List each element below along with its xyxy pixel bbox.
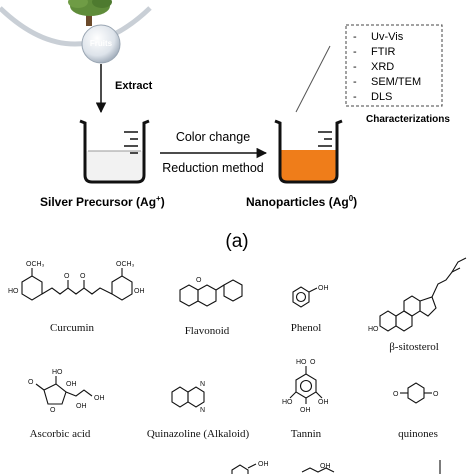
precursor-beaker xyxy=(79,119,150,184)
tree-icon xyxy=(68,0,112,26)
atom-labels: HO OCH₃ O O OCH₃ OH O OH HO HO OH O O OH… xyxy=(8,261,439,470)
dash: - xyxy=(353,76,357,88)
atom-oh: OH xyxy=(94,395,105,402)
precursor-label: Silver Precursor (Ag+) xyxy=(40,194,165,209)
atom-ho: HO xyxy=(8,288,19,295)
compound-name-tannin: Tannin xyxy=(291,428,322,440)
compound-name-sitosterol: β-sitosterol xyxy=(389,341,439,353)
atom-oh: OH xyxy=(76,403,87,410)
reduction-method-label: Reduction method xyxy=(162,161,264,175)
quinones-structure xyxy=(400,382,432,404)
atom-ho: HO xyxy=(368,326,379,333)
fruits-label: Fruits xyxy=(90,39,113,48)
dash: - xyxy=(353,61,357,73)
extract-label: Extract xyxy=(115,80,153,92)
sitosterol-structure xyxy=(379,257,467,332)
characterizations-title: Characterizations xyxy=(366,114,450,125)
atom-och3: OCH₃ xyxy=(116,261,135,268)
atom-oh: OH xyxy=(258,461,269,468)
atom-o: O xyxy=(50,407,56,414)
nanoparticle-beaker xyxy=(274,119,343,184)
phenol-structure xyxy=(292,286,318,308)
color-change-label: Color change xyxy=(176,130,250,144)
atom-ho: HO xyxy=(52,369,63,376)
atom-oh: OH xyxy=(318,399,329,406)
atom-oh: OH xyxy=(66,381,77,388)
atom-n: N xyxy=(200,381,205,388)
tannin-structure xyxy=(289,366,323,404)
nanoparticles-label: Nanoparticles (Ag0) xyxy=(246,194,357,209)
char-item: Uv-Vis xyxy=(371,31,404,43)
ascorbic-acid-structure xyxy=(35,376,93,405)
atom-o: O xyxy=(64,273,70,280)
atom-ho: HO xyxy=(282,399,293,406)
atom-o: O xyxy=(310,359,316,366)
compound-name-quinones: quinones xyxy=(398,428,438,440)
plant-ring xyxy=(0,6,152,47)
char-item: SEM/TEM xyxy=(371,76,421,88)
char-item: DLS xyxy=(371,91,392,103)
atom-oh: OH xyxy=(320,463,331,470)
quinazoline-structure xyxy=(171,386,205,408)
partial-structures-bottom xyxy=(231,460,441,474)
atom-o: O xyxy=(433,391,439,398)
flavonoid-structure xyxy=(179,279,243,307)
atom-oh: OH xyxy=(318,285,329,292)
characterization-list: - Uv-Vis - FTIR - XRD - SEM/TEM - DLS xyxy=(353,31,421,103)
atom-oh: OH xyxy=(134,288,145,295)
compound-name-flavonoid: Flavonoid xyxy=(185,325,230,337)
panel-label-a: (a) xyxy=(225,231,248,252)
characterization-box xyxy=(345,24,443,107)
characterization-pointer xyxy=(295,45,331,113)
curcumin-structure xyxy=(21,268,133,301)
atom-oh: OH xyxy=(300,407,311,414)
dash: - xyxy=(353,31,357,43)
atom-och3: OCH₃ xyxy=(26,261,45,268)
compound-name-curcumin: Curcumin xyxy=(50,322,94,334)
char-item: FTIR xyxy=(371,46,395,58)
atom-o: O xyxy=(28,379,34,386)
compound-name-ascorbic-acid: Ascorbic acid xyxy=(30,428,91,440)
atom-n: N xyxy=(200,407,205,414)
char-item: XRD xyxy=(371,61,394,73)
atom-ho: HO xyxy=(296,359,307,366)
compound-structures xyxy=(21,257,467,474)
dash: - xyxy=(353,46,357,58)
compound-name-quinazoline: Quinazoline (Alkaloid) xyxy=(147,428,250,440)
fruits-sphere xyxy=(81,24,121,64)
compound-name-phenol: Phenol xyxy=(291,322,322,334)
atom-o: O xyxy=(80,273,86,280)
atom-o: O xyxy=(196,277,202,284)
compound-names: Curcumin Flavonoid Phenol β-sitosterol A… xyxy=(30,322,439,440)
atom-o: O xyxy=(393,391,399,398)
dash: - xyxy=(353,91,357,103)
